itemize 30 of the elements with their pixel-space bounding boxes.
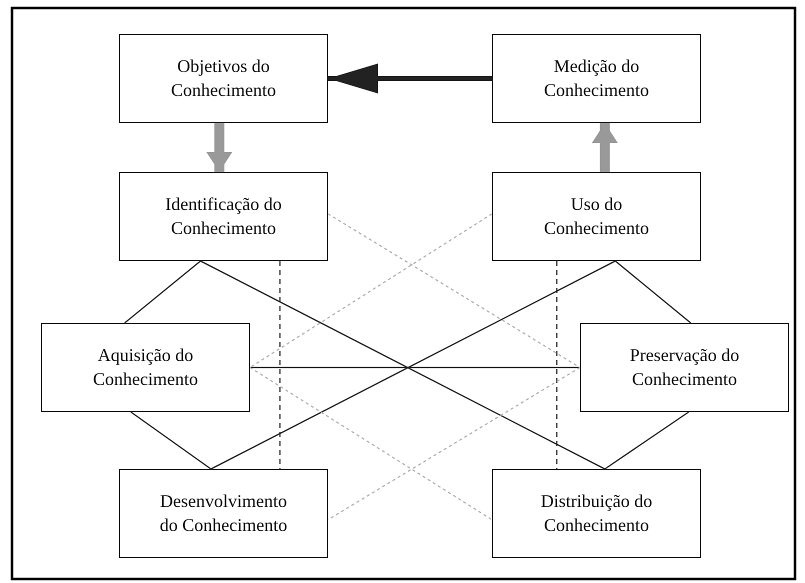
connector-line: [556, 261, 558, 469]
process-box: [492, 469, 701, 558]
node-label: Uso do Conhecimento: [543, 193, 650, 240]
process-box: [41, 323, 250, 412]
connector-line: [250, 213, 492, 368]
connector-line: [250, 367, 492, 520]
process-box: [119, 469, 328, 558]
node-label: Distribuição do Conhecimento: [540, 490, 654, 536]
node-label: Identificação do Conhecimento: [164, 193, 283, 240]
connector-line: [328, 366, 580, 520]
connector-line: [279, 261, 281, 469]
process-box: [119, 172, 328, 261]
connector-line: [328, 213, 580, 368]
process-box: [580, 323, 789, 412]
arrow: [328, 64, 492, 94]
process-box: [492, 172, 701, 261]
connector-line: [124, 260, 201, 324]
connector-line: [604, 411, 690, 470]
connector-line: [614, 260, 692, 324]
node-label: Desenvolvimento do Conhecimento: [158, 490, 288, 536]
connector-line: [250, 366, 580, 368]
process-box: [119, 34, 328, 123]
node-label: Medição do Conhecimento: [543, 55, 650, 102]
node-label: Preservação do Conhecimento: [628, 344, 740, 390]
connector-line: [130, 411, 212, 470]
process-box: [492, 34, 701, 123]
node-label: Aquisição do Conhecimento: [92, 344, 199, 390]
arrow: [206, 123, 232, 172]
arrow: [592, 123, 618, 172]
node-label: Objetivos do Conhecimento: [170, 55, 277, 102]
